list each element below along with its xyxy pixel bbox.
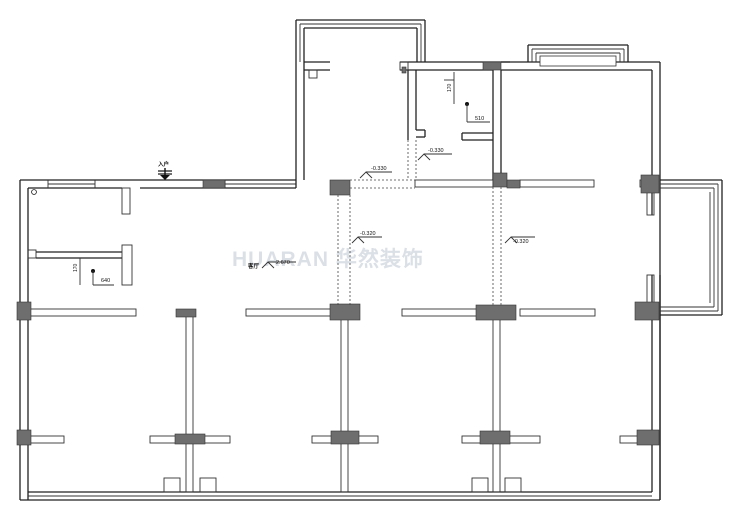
outer-walls <box>19 62 661 501</box>
elevation-corridor-left: -0.320 <box>351 231 382 244</box>
structural-columns <box>16 61 660 446</box>
right-top-room <box>501 44 723 316</box>
entrance-marker: 入户 <box>157 160 172 180</box>
elevation-kitchen: -0.330 <box>359 166 392 179</box>
svg-text:-0.330: -0.330 <box>371 166 387 172</box>
elevation-markers: -0.330 -0.330 -0.320 -0.320 2.670 <box>261 148 535 269</box>
entrance-label: 入户 <box>157 160 169 168</box>
bath-block <box>399 61 510 180</box>
dim-upper-horizontal: 510 <box>475 116 484 122</box>
living-room-label: 客厅 <box>247 262 260 270</box>
dimension-upper: 170 510 <box>444 72 490 123</box>
down-arrow-icon <box>158 168 172 180</box>
elevation-main: 2.670 <box>261 260 296 269</box>
svg-text:2.670: 2.670 <box>276 260 290 266</box>
svg-text:-0.320: -0.320 <box>360 231 376 237</box>
svg-text:-0.330: -0.330 <box>428 148 444 154</box>
level-change-lines <box>337 140 502 305</box>
kitchen-block <box>295 19 426 188</box>
floor-drain-icon <box>31 189 37 195</box>
dimension-left: 170 640 <box>73 258 114 286</box>
watermark: HUARAN 华然装饰 <box>232 247 424 271</box>
dim-left-vertical: 170 <box>73 263 79 272</box>
dim-upper-vertical: 170 <box>447 83 453 92</box>
elevation-bath: -0.330 <box>417 148 452 161</box>
interior-walls <box>27 179 655 493</box>
dim-left-horizontal: 640 <box>101 278 110 284</box>
svg-text:-0.320: -0.320 <box>513 239 529 245</box>
elevation-corridor-right: -0.320 <box>504 236 535 245</box>
